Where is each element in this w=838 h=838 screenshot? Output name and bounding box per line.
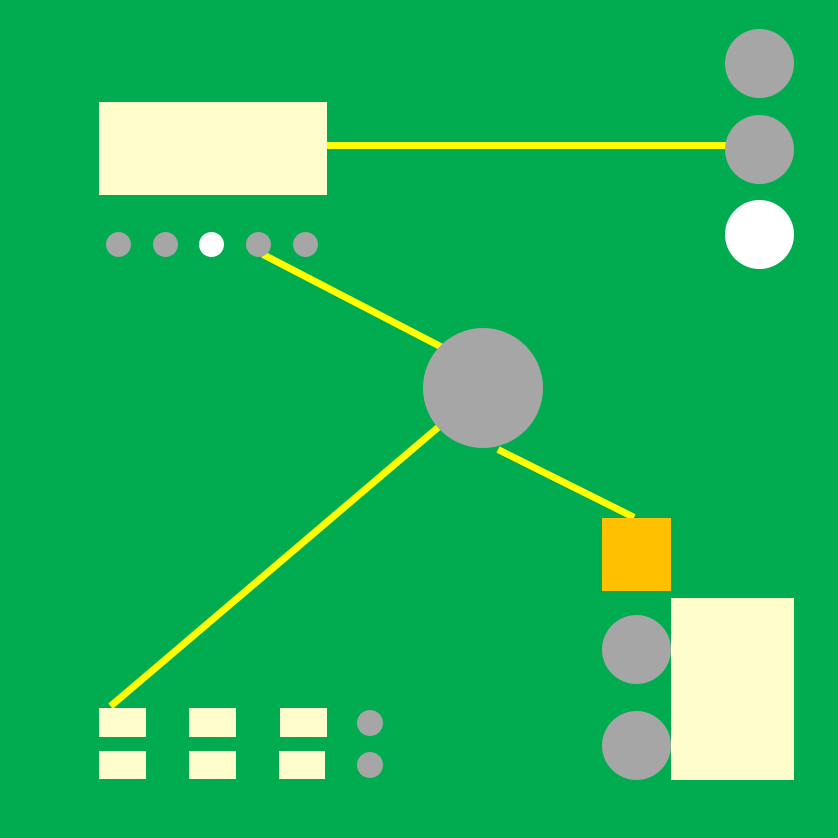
small-dot-4 [246, 232, 271, 257]
small-dot-5 [293, 232, 318, 257]
right-node-middle [725, 115, 794, 184]
bottom-rect-r2-c1 [99, 751, 146, 779]
bottom-small-dot-2 [357, 752, 383, 778]
bottom-small-dot-1 [357, 710, 383, 736]
bottom-right-node-lower [602, 711, 671, 780]
orange-square [602, 518, 671, 591]
small-dot-1 [106, 232, 131, 257]
connector-top-panel-to-right-node [327, 142, 727, 149]
bottom-rect-r2-c3 [279, 751, 325, 779]
small-dot-3-white [199, 232, 224, 257]
bottom-right-node-upper [602, 615, 671, 684]
bottom-rect-r1-c3 [280, 708, 327, 737]
connector-hub-to-orange-square [496, 446, 636, 521]
bottom-right-panel [671, 598, 794, 780]
bottom-rect-r2-c2 [189, 751, 236, 779]
right-node-white [725, 200, 794, 269]
bottom-rect-r1-c1 [99, 708, 146, 737]
right-node-top [725, 29, 794, 98]
connector-hub-to-bottom-left [108, 424, 441, 709]
small-dot-2 [153, 232, 178, 257]
connector-dot-row-to-hub [261, 251, 450, 354]
bottom-rect-r1-c2 [189, 708, 236, 737]
central-hub-node [423, 328, 543, 448]
top-left-panel [99, 102, 327, 195]
